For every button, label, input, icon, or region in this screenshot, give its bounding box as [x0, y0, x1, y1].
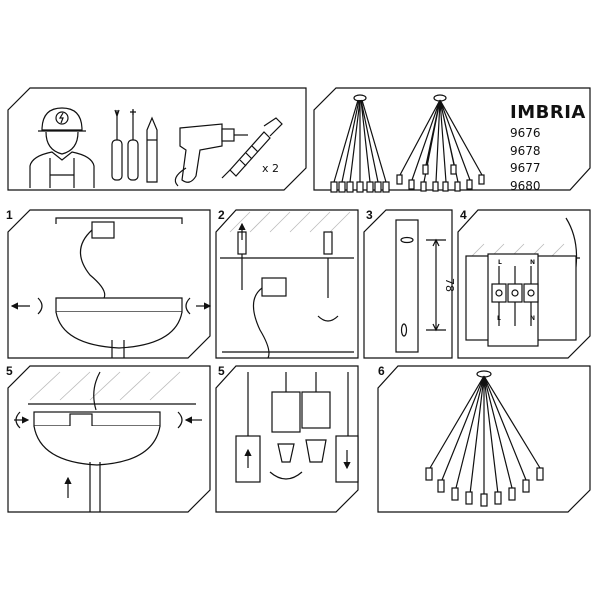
product-title: IMBRIA: [510, 102, 586, 123]
wall-plug-icon: [221, 117, 283, 179]
step-5-bulb-panel: 5: [215, 364, 359, 513]
step-5-panel: 5: [6, 364, 211, 513]
step-number: 5: [6, 364, 13, 378]
plug-quantity: x 2: [262, 162, 279, 175]
model-number: 9676: [510, 126, 541, 140]
dimension-label: 78: [443, 278, 456, 292]
screwdrivers-icon: [111, 109, 158, 183]
step-number: 6: [378, 364, 385, 378]
step-6-panel: 6: [377, 364, 591, 513]
model-number: 9680: [510, 179, 541, 193]
model-number: 9677: [510, 161, 541, 175]
step-2-panel: 2: [215, 208, 359, 359]
step-number: 3: [366, 208, 373, 222]
chandelier-large-icon: [396, 94, 485, 192]
drill-icon: [174, 123, 248, 187]
step-number: 2: [218, 208, 225, 222]
step-number: 4: [460, 208, 467, 222]
electrician-icon: [29, 107, 95, 188]
terminal-label-bottom: N: [530, 315, 535, 322]
step-3-panel: 3 78: [363, 208, 456, 359]
tools-panel: x 2: [7, 87, 307, 191]
terminal-label-top: L: [498, 259, 502, 266]
step-1-panel: 1: [6, 208, 212, 359]
model-number: 9678: [510, 144, 541, 158]
step-number: 5: [218, 364, 225, 378]
product-panel: IMBRIA 9676 9678 9677 9680: [313, 87, 591, 193]
step-number: 1: [6, 208, 13, 222]
terminal-label-top: N: [530, 259, 535, 266]
chandelier-small-icon: [330, 94, 390, 193]
terminal-label-bottom: L: [497, 315, 501, 322]
step-4-panel: 4 L N L N: [457, 208, 591, 359]
